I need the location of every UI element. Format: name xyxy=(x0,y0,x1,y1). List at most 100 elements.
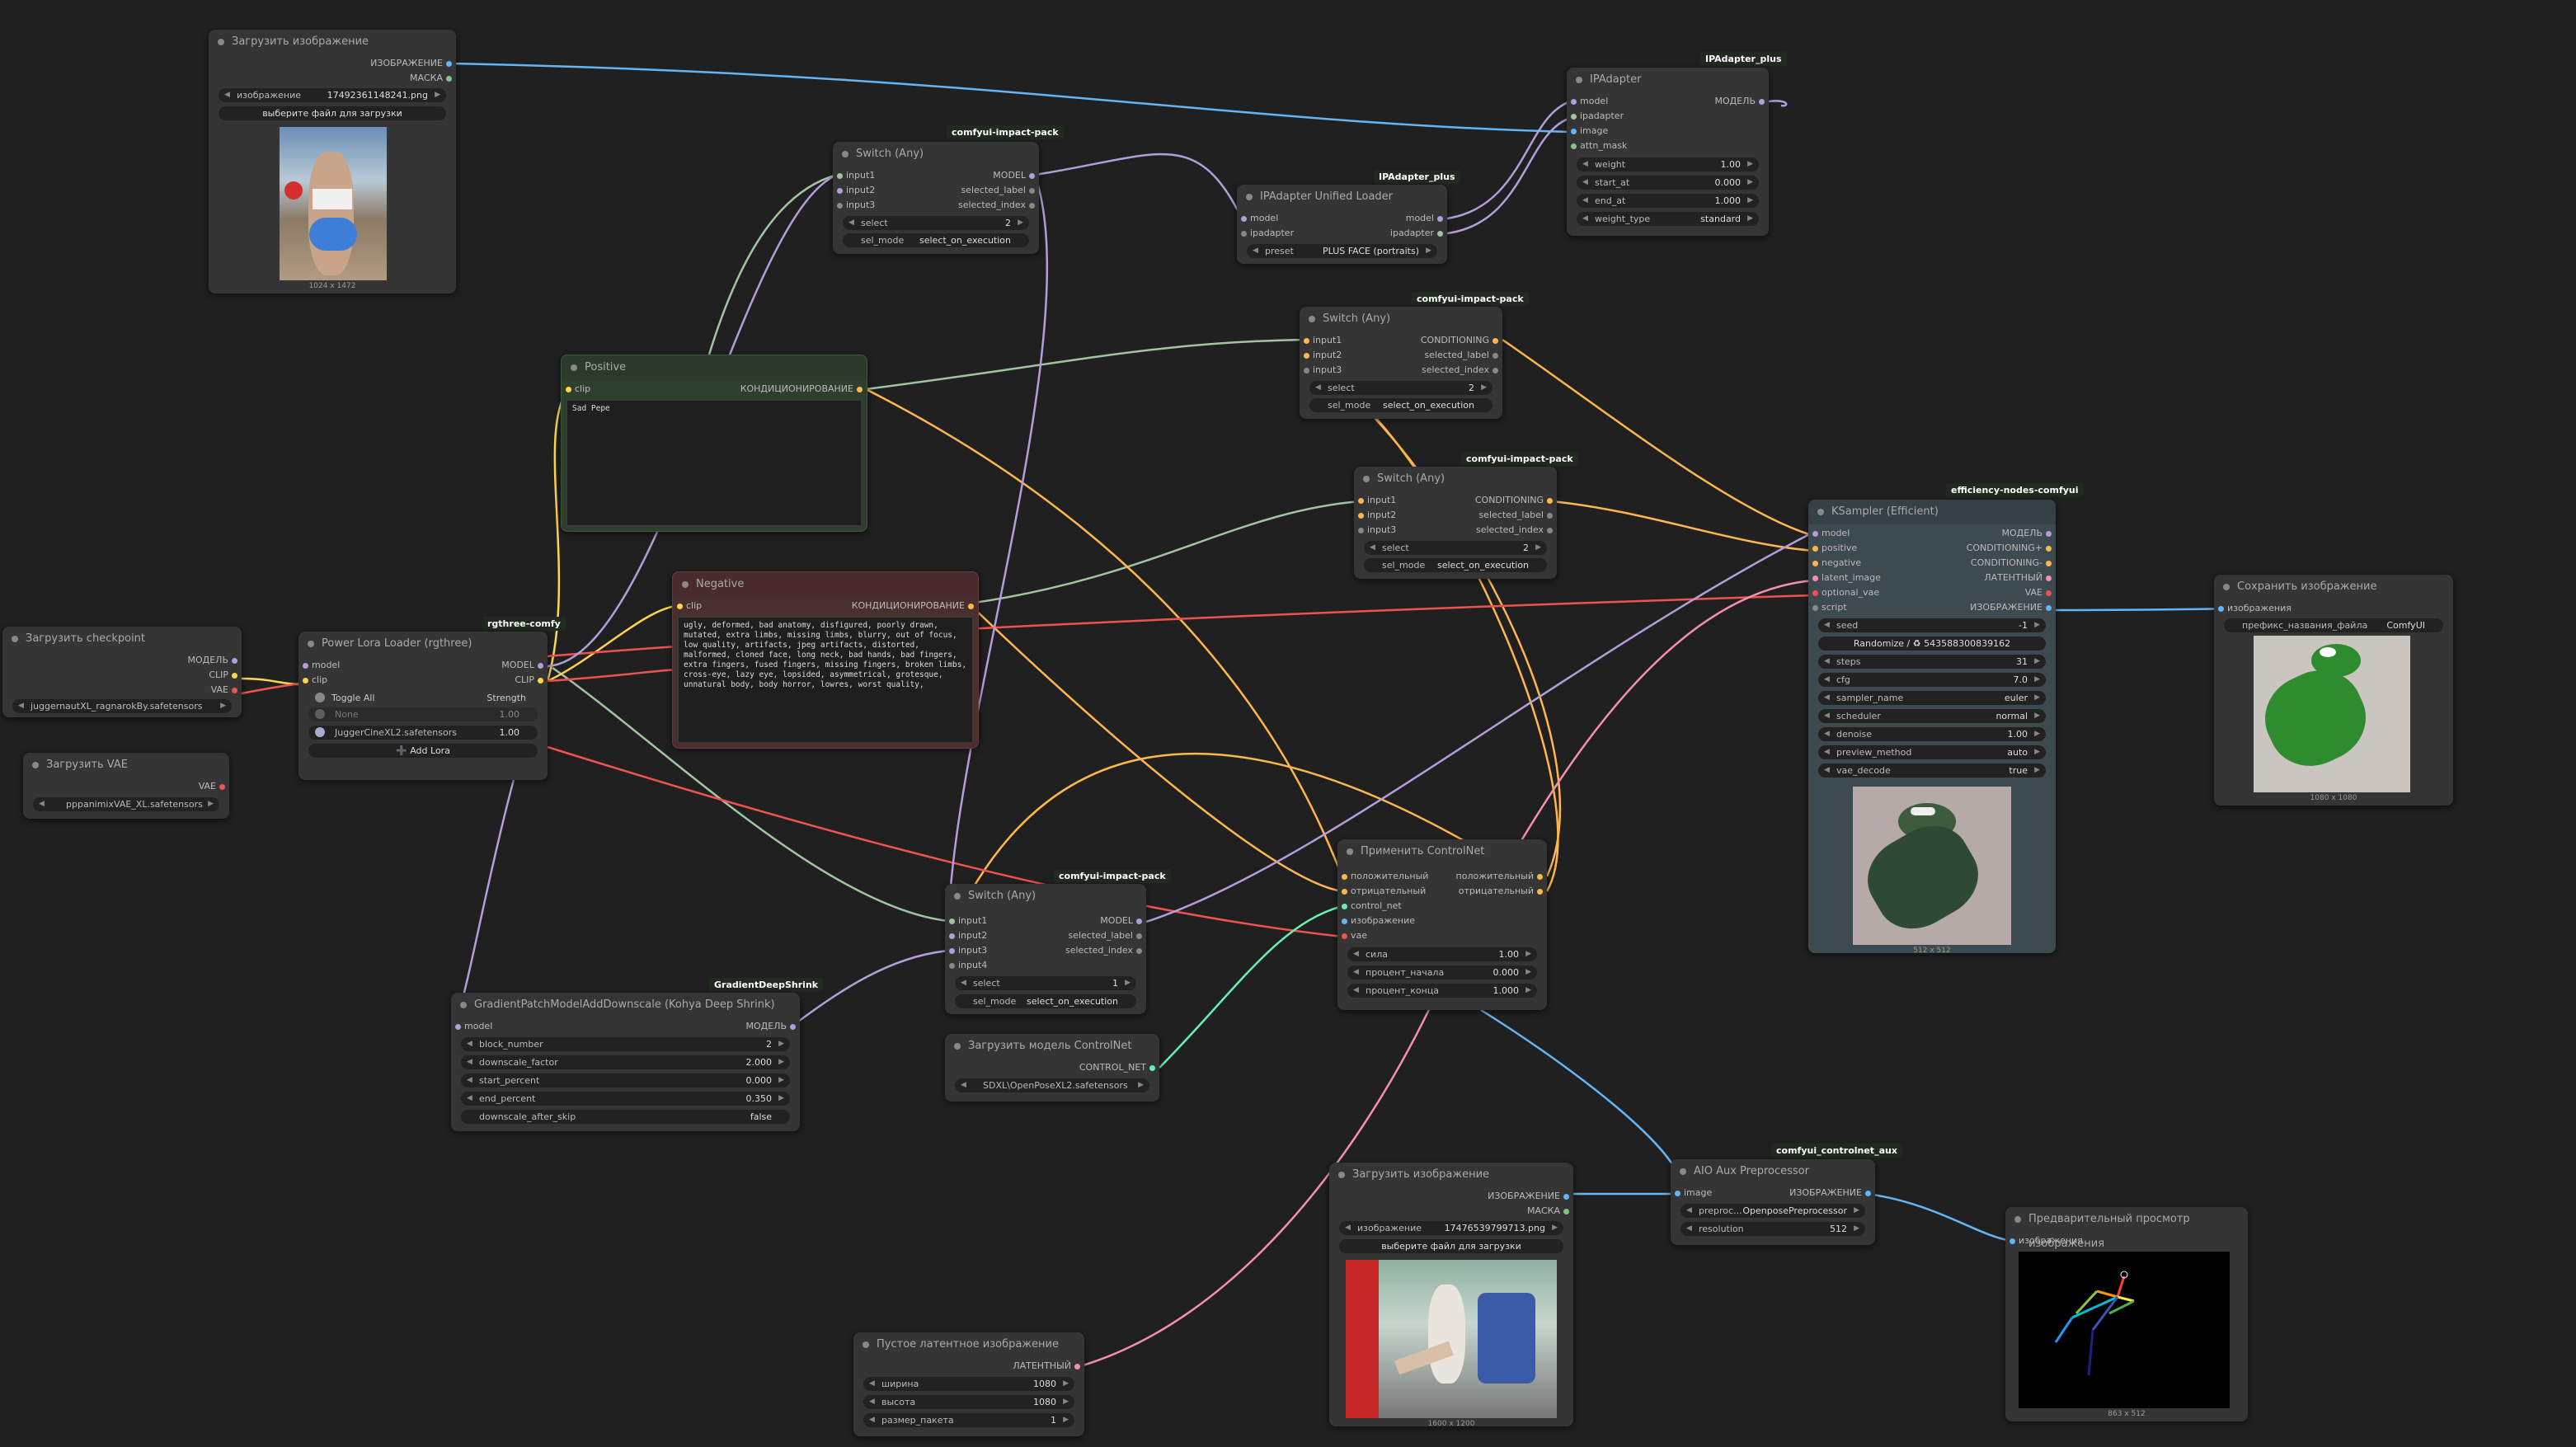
input-positive[interactable]: positive xyxy=(1812,541,1857,556)
output-model[interactable]: MODEL xyxy=(1100,914,1142,928)
upload-button[interactable]: выберите файл для загрузки xyxy=(1339,1239,1563,1253)
switch-any-node-4[interactable]: Switch (Any) input1 input2 input3 input4… xyxy=(945,884,1146,1014)
input-attn-mask[interactable]: attn_mask xyxy=(1571,139,1627,153)
node-title[interactable]: Предварительный просмотр изображения xyxy=(2005,1207,2248,1250)
input-2[interactable]: input2 xyxy=(1304,348,1342,363)
input-1[interactable]: input1 xyxy=(837,168,875,183)
input-negative[interactable]: отрицательный xyxy=(1342,884,1426,899)
output-image[interactable]: ИЗОБРАЖЕНИЕ xyxy=(1488,1189,1569,1204)
load-image-node-1[interactable]: Загрузить изображение ИЗОБРАЖЕНИЕ МАСКА … xyxy=(209,30,456,294)
output-vae[interactable]: VAE xyxy=(2025,585,2052,600)
controlnet-name-select[interactable]: ◀SDXL\OpenPoseXL2.safetensors▶ xyxy=(955,1078,1149,1092)
input-1[interactable]: input1 xyxy=(1304,333,1342,348)
input-1[interactable]: input1 xyxy=(1358,493,1396,508)
input-3[interactable]: input3 xyxy=(1358,523,1396,538)
node-title[interactable]: Применить ControlNet xyxy=(1337,839,1547,864)
output-model[interactable]: МОДЕЛЬ xyxy=(1714,94,1765,109)
output-model[interactable]: MODEL xyxy=(993,168,1035,183)
node-title[interactable]: Positive xyxy=(562,355,867,380)
input-3[interactable]: input3 xyxy=(1304,363,1342,378)
output-image[interactable]: ИЗОБРАЖЕНИЕ xyxy=(1970,600,2052,615)
apply-controlnet-node[interactable]: Применить ControlNet положительный отриц… xyxy=(1337,839,1547,1010)
input-vae[interactable]: vae xyxy=(1342,928,1367,943)
switch-any-node-2[interactable]: Switch (Any) input1 input2 input3 CONDIT… xyxy=(1300,307,1502,419)
node-title[interactable]: Switch (Any) xyxy=(1300,307,1502,331)
input-positive[interactable]: положительный xyxy=(1342,869,1428,884)
input-1[interactable]: input1 xyxy=(949,914,987,928)
output-image[interactable]: ИЗОБРАЖЕНИЕ xyxy=(1789,1186,1871,1200)
positive-prompt-node[interactable]: Positive clip КОНДИЦИОНИРОВАНИЕ Sad Pepe xyxy=(561,355,867,532)
input-clip[interactable]: clip xyxy=(566,382,590,397)
upload-button[interactable]: выберите файл для загрузки xyxy=(219,106,446,120)
toggle-all-switch[interactable] xyxy=(315,693,325,702)
output-image[interactable]: ИЗОБРАЖЕНИЕ xyxy=(370,56,452,71)
input-images[interactable]: изображения xyxy=(2218,601,2292,616)
node-title[interactable]: Загрузить изображение xyxy=(1329,1163,1573,1187)
power-lora-loader-node[interactable]: Power Lora Loader (rgthree) model clip M… xyxy=(298,632,548,780)
output-mask[interactable]: МАСКА xyxy=(1527,1204,1569,1219)
output-selected-label[interactable]: selected_label xyxy=(961,183,1035,198)
output-mask[interactable]: МАСКА xyxy=(410,71,452,86)
ksampler-efficient-node[interactable]: KSampler (Efficient) model positive nega… xyxy=(1808,500,2056,955)
input-ipadapter[interactable]: ipadapter xyxy=(1571,109,1624,124)
vae-name-select[interactable]: ◀pppanimixVAE_XL.safetensors▶ xyxy=(33,797,219,811)
output-selected-index[interactable]: selected_index xyxy=(1476,523,1553,538)
node-title[interactable]: GradientPatchModelAddDownscale (Kohya De… xyxy=(451,993,800,1017)
input-image[interactable]: image xyxy=(1675,1186,1712,1200)
input-4[interactable]: input4 xyxy=(949,958,987,973)
toggle-all-row[interactable]: Toggle All Strength xyxy=(308,691,538,706)
node-title[interactable]: Switch (Any) xyxy=(833,142,1039,167)
preprocessor-select[interactable]: ◀preproc...OpenposePreprocessor▶ xyxy=(1681,1204,1865,1218)
input-2[interactable]: input2 xyxy=(1358,508,1396,523)
controlnet-loader-node[interactable]: Загрузить модель ControlNet CONTROL_NET … xyxy=(945,1034,1159,1102)
input-model[interactable]: model xyxy=(1241,211,1278,226)
node-title[interactable]: AIO Aux Preprocessor xyxy=(1671,1159,1875,1184)
node-title[interactable]: Пустое латентное изображение xyxy=(853,1332,1084,1357)
lora-1-toggle[interactable] xyxy=(315,709,325,719)
input-negative[interactable]: negative xyxy=(1812,556,1861,571)
node-title[interactable]: Switch (Any) xyxy=(945,884,1146,909)
prompt-textarea[interactable]: ugly, deformed, bad anatomy, disfigured,… xyxy=(678,617,973,743)
output-selected-label[interactable]: selected_label xyxy=(1068,928,1142,943)
node-title[interactable]: Switch (Any) xyxy=(1354,467,1557,491)
input-clip[interactable]: clip xyxy=(677,599,702,613)
output-vae[interactable]: VAE xyxy=(211,683,237,698)
ckpt-name-select[interactable]: ◀juggernautXL_ragnarokBy.safetensors▶ xyxy=(12,699,232,713)
output-selected-index[interactable]: selected_index xyxy=(1065,943,1142,958)
negative-prompt-node[interactable]: Negative clip КОНДИЦИОНИРОВАНИЕ ugly, de… xyxy=(672,571,979,749)
node-title[interactable]: IPAdapter xyxy=(1567,68,1769,92)
output-conditioning-plus[interactable]: CONDITIONING+ xyxy=(1967,541,2052,556)
load-image-node-2[interactable]: Загрузить изображение ИЗОБРАЖЕНИЕ МАСКА … xyxy=(1329,1163,1573,1428)
input-images[interactable]: изображения xyxy=(2010,1233,2083,1248)
input-model[interactable]: model xyxy=(1812,526,1850,541)
node-title[interactable]: Загрузить изображение xyxy=(209,30,456,54)
input-control-net[interactable]: control_net xyxy=(1342,899,1402,914)
output-selected-label[interactable]: selected_label xyxy=(1478,508,1553,523)
output-conditioning[interactable]: CONDITIONING xyxy=(1421,333,1498,348)
ipadapter-unified-loader-node[interactable]: IPAdapter Unified Loader model ipadapter… xyxy=(1237,185,1447,264)
input-model[interactable]: model xyxy=(1571,94,1608,109)
switch-any-node-3[interactable]: Switch (Any) input1 input2 input3 CONDIT… xyxy=(1354,467,1557,579)
